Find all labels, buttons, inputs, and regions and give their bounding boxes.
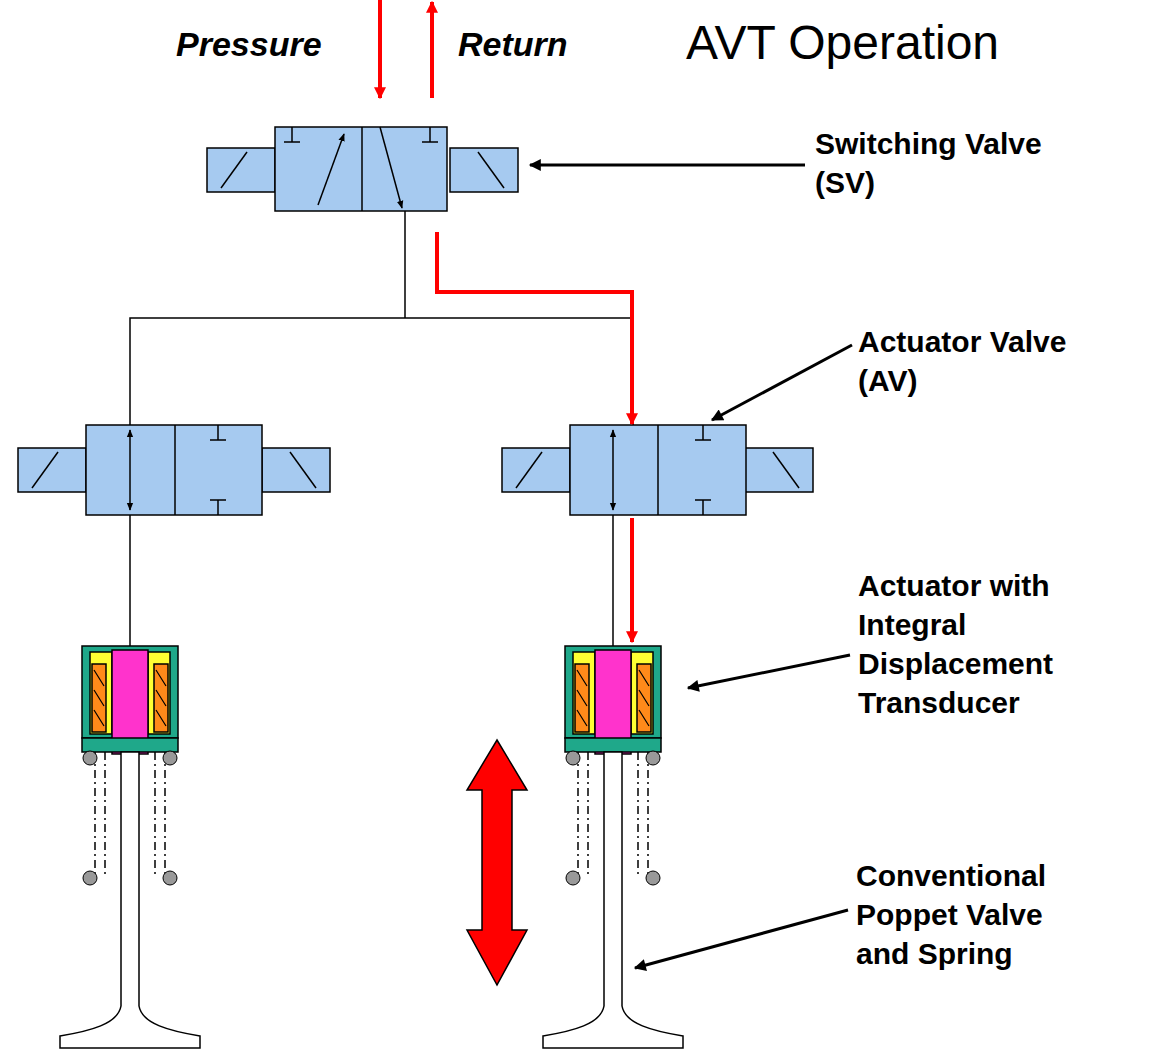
part-label: Actuator with Integral Displacement Tran… xyxy=(858,566,1153,722)
port-label: Pressure xyxy=(176,22,322,66)
port-label: Return xyxy=(458,22,568,66)
part-label: Conventional Poppet Valve and Spring xyxy=(856,856,1101,973)
diagram-title: AVT Operation xyxy=(686,12,999,74)
part-label: Actuator Valve (AV) xyxy=(858,322,1123,400)
part-label: Switching Valve (SV) xyxy=(815,124,1090,202)
